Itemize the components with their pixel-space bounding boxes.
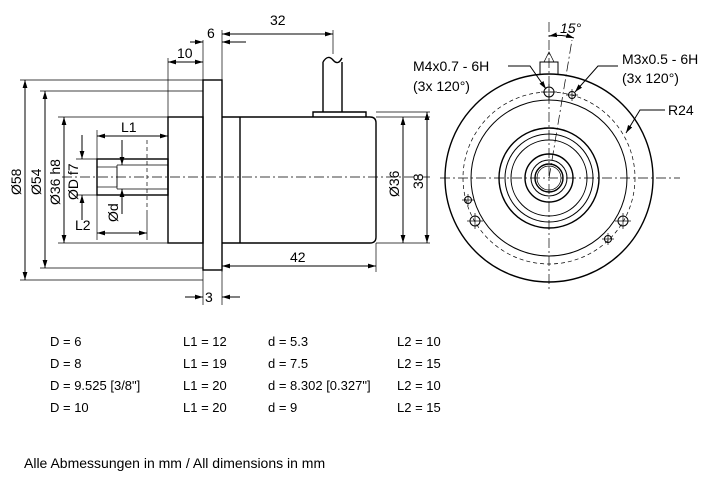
dim-dia58-label: Ø58: [8, 168, 24, 195]
cell-D: D = 9.525 [3/8"]: [50, 378, 141, 393]
radius-r24-label: R24: [668, 102, 694, 118]
m4-holes: [467, 84, 631, 229]
encoder-body: [222, 116, 377, 244]
dim-dia36h8-label: Ø36 h8: [47, 159, 63, 205]
cell-L2: L2 = 10: [397, 334, 441, 349]
dim-L2-label: L2: [75, 217, 91, 233]
dim-dia54-label: Ø54: [28, 168, 44, 195]
thread-m3-count-label: (3x 120°): [622, 70, 679, 86]
cell-L1: L1 = 12: [183, 334, 227, 349]
front-view: 15° M4x0.7 - 6H (3x 120°) M3x0.5 - 6H (3…: [413, 20, 698, 292]
cell-L2: L2 = 15: [397, 356, 441, 371]
cell-L2: L2 = 15: [397, 400, 441, 415]
cable-notch: [539, 61, 559, 74]
footer-note: Alle Abmessungen in mm / All dimensions …: [24, 455, 326, 471]
cell-d: d = 9: [268, 400, 298, 415]
cell-d: d = 8.302 [0.327"]: [268, 378, 371, 393]
cable: [322, 56, 343, 112]
dim-L1-label: L1: [121, 119, 137, 135]
vertical-dimensions: [20, 79, 430, 281]
cell-D: D = 8: [50, 356, 82, 371]
cell-d: d = 5.3: [268, 334, 309, 349]
thread-m4-label: M4x0.7 - 6H: [413, 58, 489, 74]
shaft-bore: [534, 163, 564, 193]
flange-outline: [444, 73, 654, 283]
dim-38-label: 38: [410, 173, 426, 189]
cell-d: d = 7.5: [268, 356, 309, 371]
cell-D: D = 6: [50, 334, 82, 349]
dim-10-label: 10: [177, 45, 193, 61]
horizontal-dimensions: [96, 30, 377, 305]
dim-dia36-label: Ø36: [386, 170, 402, 197]
dim-42-label: 42: [290, 249, 306, 265]
cell-L1: L1 = 19: [183, 356, 227, 371]
pilot-circle: [498, 127, 600, 229]
dim-6-label: 6: [207, 25, 215, 41]
dim-diaD-f7-label: ØD f7: [65, 163, 81, 200]
leader-m4: [508, 65, 547, 90]
side-view: 32 10 6 L1 L2 42 3 Ø58 Ø54 Ø36 h8 ØD f7 …: [8, 12, 430, 305]
leader-m3: [574, 65, 618, 93]
thread-m4-count-label: (3x 120°): [413, 78, 470, 94]
cable-gland: [312, 111, 367, 117]
angle-15-label: 15°: [560, 20, 582, 36]
angle-arc: [548, 32, 575, 39]
pilot-collar: [167, 116, 204, 244]
hub-circle: [524, 153, 574, 203]
dim-dia-d-label: Ød: [105, 203, 121, 222]
m3-holes: [462, 89, 614, 245]
mounting-circle-r24: [462, 91, 636, 265]
dim-32-label: 32: [270, 12, 286, 28]
thread-m3-label: M3x0.5 - 6H: [622, 51, 698, 67]
cell-L1: L1 = 20: [183, 378, 227, 393]
flange: [202, 79, 223, 271]
leader-r24: [625, 109, 665, 134]
cell-L1: L1 = 20: [183, 400, 227, 415]
cell-L2: L2 = 10: [397, 378, 441, 393]
dim-3-label: 3: [205, 289, 213, 305]
cell-D: D = 10: [50, 400, 89, 415]
